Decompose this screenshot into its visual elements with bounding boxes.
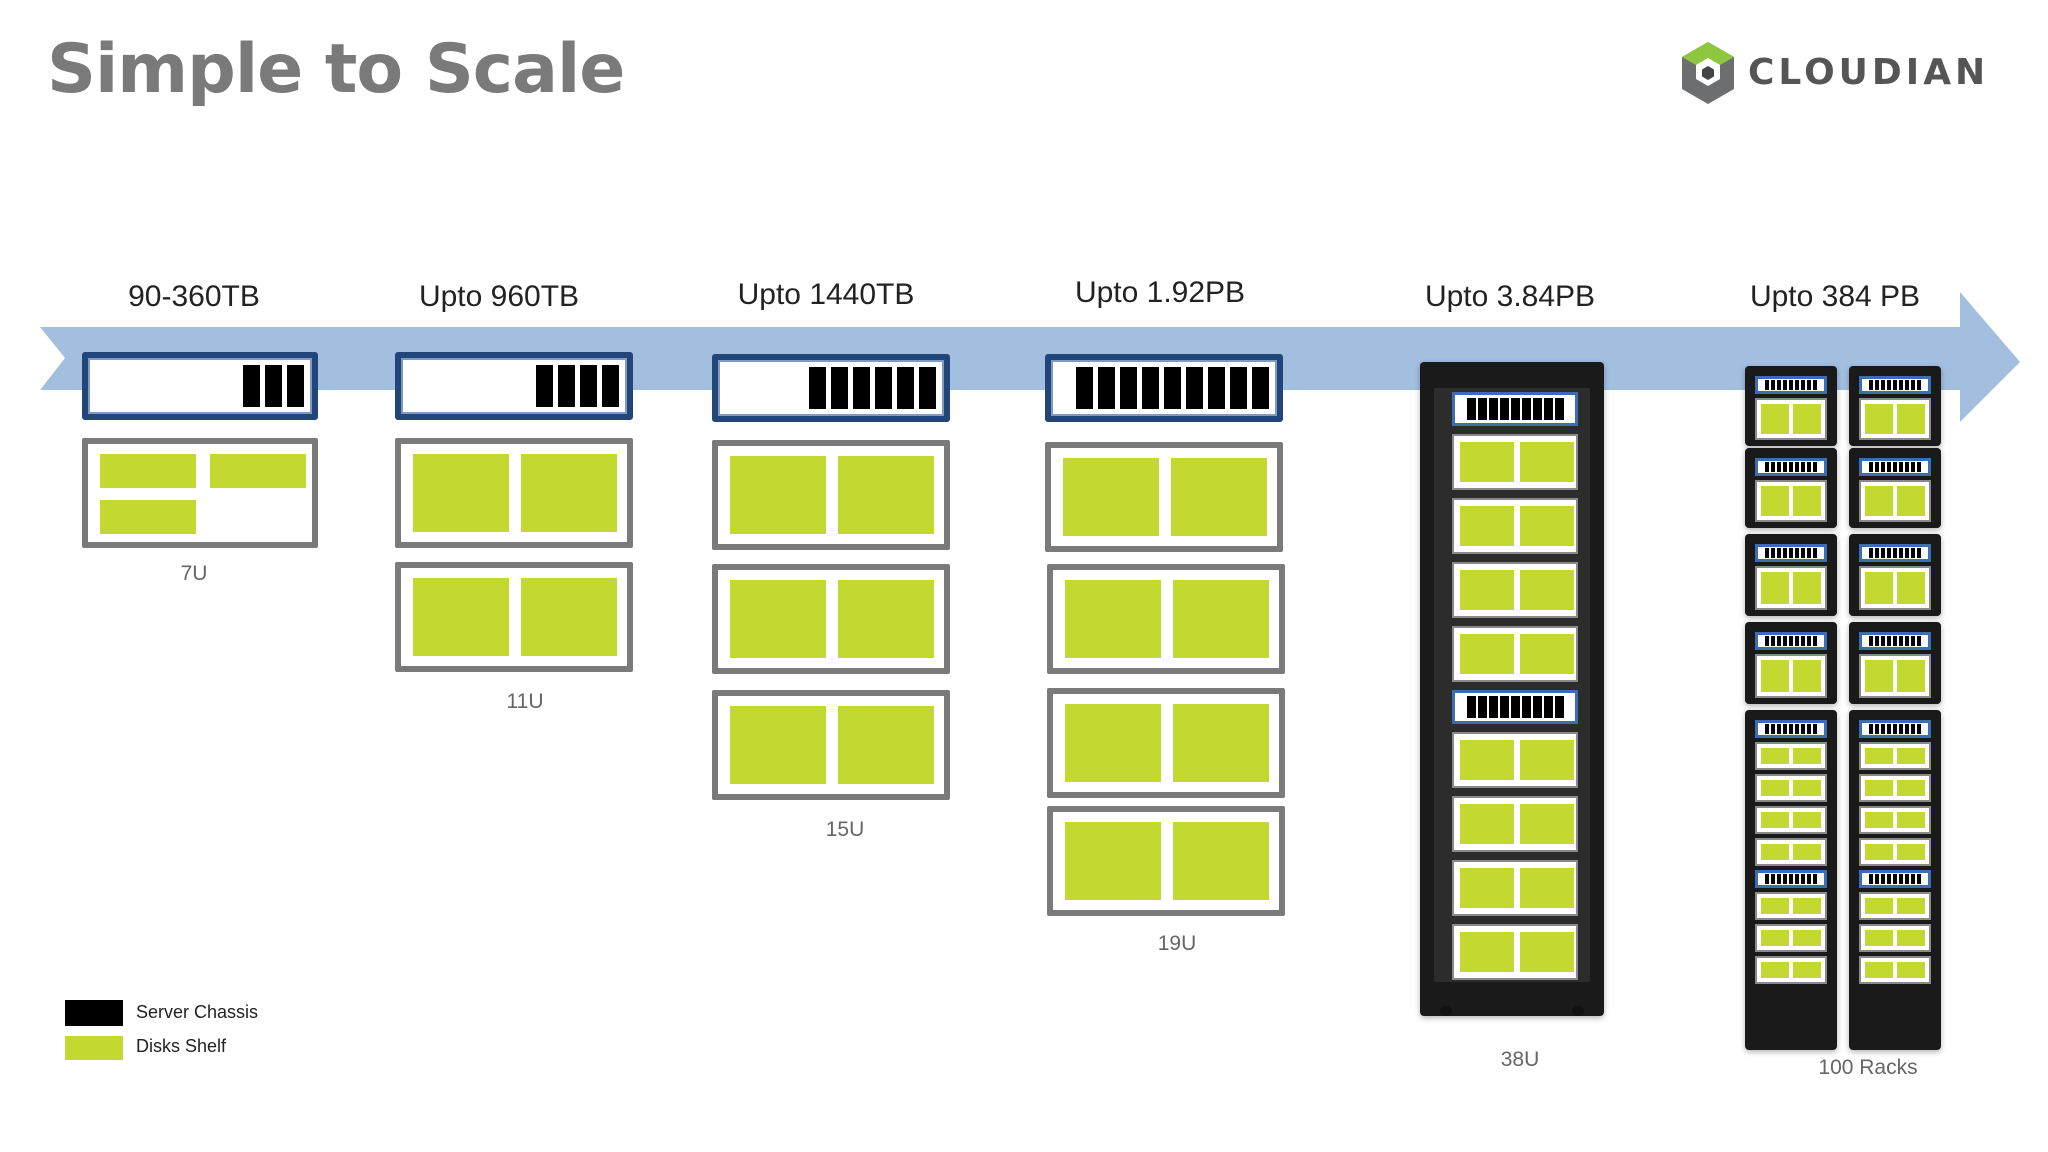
rack-disk-shelf [1452,732,1578,788]
rack-group [1745,366,1945,1050]
server-rack [1420,362,1604,1016]
mini-rack [1849,710,1941,1050]
disk-shelf [712,690,950,800]
tier-capacity-label: Upto 1440TB [737,278,915,311]
legend-label-disk: Disks Shelf [136,1036,227,1056]
mini-rack-server [1859,870,1931,888]
legend-swatch-disk [65,1036,123,1060]
tier-capacity-label: 90-360TB [128,280,260,313]
mini-rack [1745,622,1837,704]
mini-rack-shelf [1859,742,1931,770]
mini-rack [1849,448,1941,528]
mini-rack-shelf [1859,654,1931,698]
rack-disk-shelf [1452,434,1578,490]
mini-rack-server [1755,870,1827,888]
disk-shelf-half [82,438,318,548]
mini-rack-server [1755,458,1827,476]
tier-size-label: 11U [506,690,544,713]
tier-size-label: 7U [180,562,208,585]
rack-server-chassis [1452,392,1578,426]
mini-rack-shelf [1859,398,1931,440]
server-chassis [712,354,950,422]
disk-shelf [395,562,633,672]
mini-rack-server [1859,458,1931,476]
tier-size-label: 38U [1500,1048,1540,1071]
tier-capacity-label: Upto 960TB [418,280,580,313]
tier-size-label: 100 Racks [1818,1056,1918,1079]
rack-disk-shelf [1452,498,1578,554]
mini-rack [1745,448,1837,528]
mini-rack-shelf [1755,924,1827,952]
mini-rack-shelf [1755,956,1827,984]
rack-disk-shelf [1452,796,1578,852]
mini-rack-server [1859,376,1931,394]
disk-shelf [712,440,950,550]
tier-capacity-label: Upto 384 PB [1749,280,1921,313]
tier-capacity-label: Upto 1.92PB [1074,276,1246,309]
disk-shelf [712,564,950,674]
mini-rack [1745,710,1837,1050]
cloudian-hex-icon [1682,42,1734,104]
mini-rack [1745,366,1837,446]
tier-size-label: 15U [825,818,865,841]
server-chassis [82,352,318,420]
mini-rack-shelf [1859,924,1931,952]
mini-rack-server [1755,632,1827,650]
mini-rack-shelf [1755,480,1827,522]
legend-label-server: Server Chassis [136,1002,259,1022]
rack-disk-shelf [1452,860,1578,916]
tier-capacity-label: Upto 3.84PB [1424,280,1596,313]
mini-rack-shelf [1859,480,1931,522]
mini-rack [1745,534,1837,616]
legend-swatch-server [65,1000,123,1026]
brand-name: CLOUDIAN [1748,52,1990,93]
page-title: Simple to Scale [47,30,625,109]
server-chassis [395,352,633,420]
rack-disk-shelf [1452,626,1578,682]
rack-disk-shelf [1452,924,1578,980]
mini-rack-server [1755,376,1827,394]
mini-rack-shelf [1859,774,1931,802]
disk-shelf [1047,688,1285,798]
mini-rack-shelf [1755,398,1827,440]
disk-shelf [1045,442,1283,552]
mini-rack-shelf [1859,838,1931,866]
mini-rack-server [1859,632,1931,650]
mini-rack-shelf [1859,566,1931,610]
mini-rack-shelf [1755,742,1827,770]
scale-arrow [40,292,2020,422]
disk-shelf [1047,806,1285,916]
tier-size-label: 19U [1157,932,1197,955]
rack-foot [1440,1006,1452,1016]
rack-disk-shelf [1452,562,1578,618]
mini-rack-shelf [1755,838,1827,866]
mini-rack-shelf [1755,892,1827,920]
mini-rack-shelf [1859,892,1931,920]
mini-rack-shelf [1859,956,1931,984]
mini-rack-shelf [1755,774,1827,802]
disk-shelf [395,438,633,548]
rack-foot [1572,1006,1584,1016]
mini-rack-server [1859,720,1931,738]
mini-rack-shelf [1755,806,1827,834]
mini-rack-shelf [1755,566,1827,610]
mini-rack-shelf [1859,806,1931,834]
mini-rack [1849,622,1941,704]
mini-rack [1849,366,1941,446]
mini-rack-server [1755,544,1827,562]
mini-rack-server [1859,544,1931,562]
server-chassis [1045,354,1283,422]
rack-server-chassis [1452,690,1578,724]
disk-shelf [1047,564,1285,674]
mini-rack [1849,534,1941,616]
mini-rack-shelf [1755,654,1827,698]
mini-rack-server [1755,720,1827,738]
